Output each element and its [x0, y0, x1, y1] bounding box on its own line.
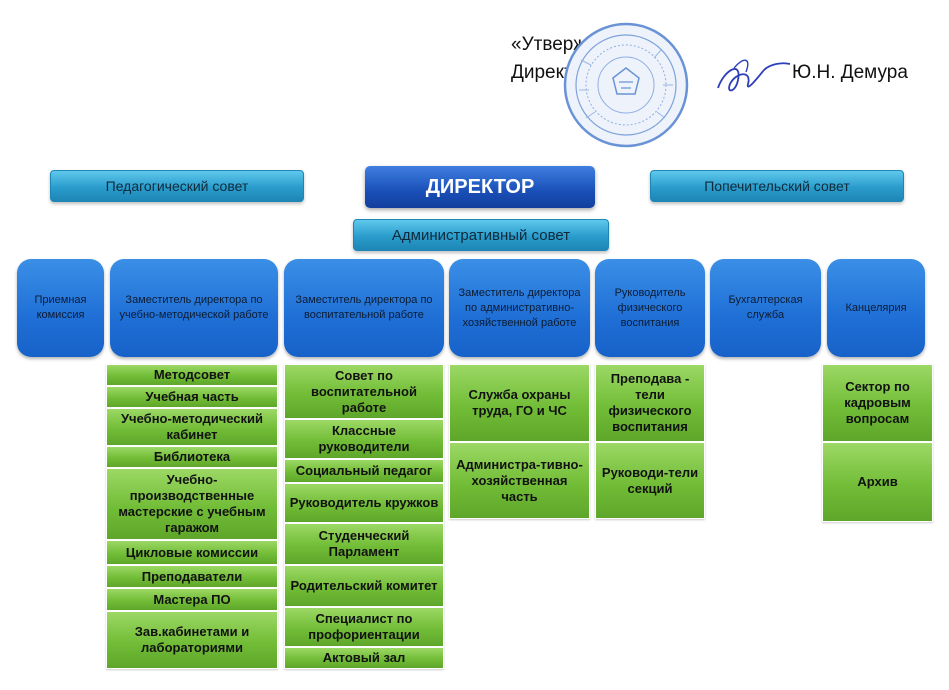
dept-deputy-administrative: Заместитель директора по административно…	[449, 259, 590, 357]
item-educational-part: Учебная часть	[106, 386, 278, 408]
item-career-guidance: Специалист по профориентации	[284, 607, 444, 647]
item-methodical-cabinet: Учебно-методический кабинет	[106, 408, 278, 446]
pedagogical-council-box: Педагогический совет	[50, 170, 304, 202]
item-pe-teachers: Преподава - тели физического воспитания	[595, 364, 705, 442]
dept-physical-education: Руководитель физического воспитания	[595, 259, 705, 357]
dept-deputy-educational: Заместитель директора по учебно-методиче…	[110, 259, 278, 357]
dept-deputy-upbringing: Заместитель директора по воспитательной …	[284, 259, 444, 357]
item-class-tutors: Классные руководители	[284, 419, 444, 459]
item-upbringing-council: Совет по воспитательной работе	[284, 364, 444, 419]
item-hr-sector: Сектор по кадровым вопросам	[822, 364, 933, 442]
item-metodsovet: Методсовет	[106, 364, 278, 386]
signature	[712, 50, 792, 100]
director-box: ДИРЕКТОР	[365, 166, 595, 208]
official-stamp	[561, 20, 691, 150]
item-archive: Архив	[822, 442, 933, 522]
item-masters: Мастера ПО	[106, 588, 278, 611]
item-safety-service: Служба охраны труда, ГО и ЧС	[449, 364, 590, 442]
item-social-pedagogue: Социальный педагог	[284, 459, 444, 483]
item-assembly-hall: Актовый зал	[284, 647, 444, 669]
administrative-council-box: Административный совет	[353, 219, 609, 251]
dept-chancellery: Канцелярия	[827, 259, 925, 357]
item-club-leader: Руководитель кружков	[284, 483, 444, 523]
item-section-leaders: Руководи-тели секций	[595, 442, 705, 519]
item-cycle-commissions: Цикловые комиссии	[106, 540, 278, 565]
item-cabinet-heads: Зав.кабинетами и лабораториями	[106, 611, 278, 669]
item-workshops: Учебно-производственные мастерские с уче…	[106, 468, 278, 540]
board-of-trustees-box: Попечительский совет	[650, 170, 904, 202]
item-teachers: Преподаватели	[106, 565, 278, 588]
item-parent-committee: Родительский комитет	[284, 565, 444, 607]
dept-accounting: Бухгалтерская служба	[710, 259, 821, 357]
item-admin-household: Администра-тивно-хозяйственная часть	[449, 442, 590, 519]
approval-name: Ю.Н. Демура	[792, 62, 908, 83]
dept-admissions: Приемная комиссия	[17, 259, 104, 357]
item-library: Библиотека	[106, 446, 278, 468]
item-student-parliament: Студенческий Парламент	[284, 523, 444, 565]
